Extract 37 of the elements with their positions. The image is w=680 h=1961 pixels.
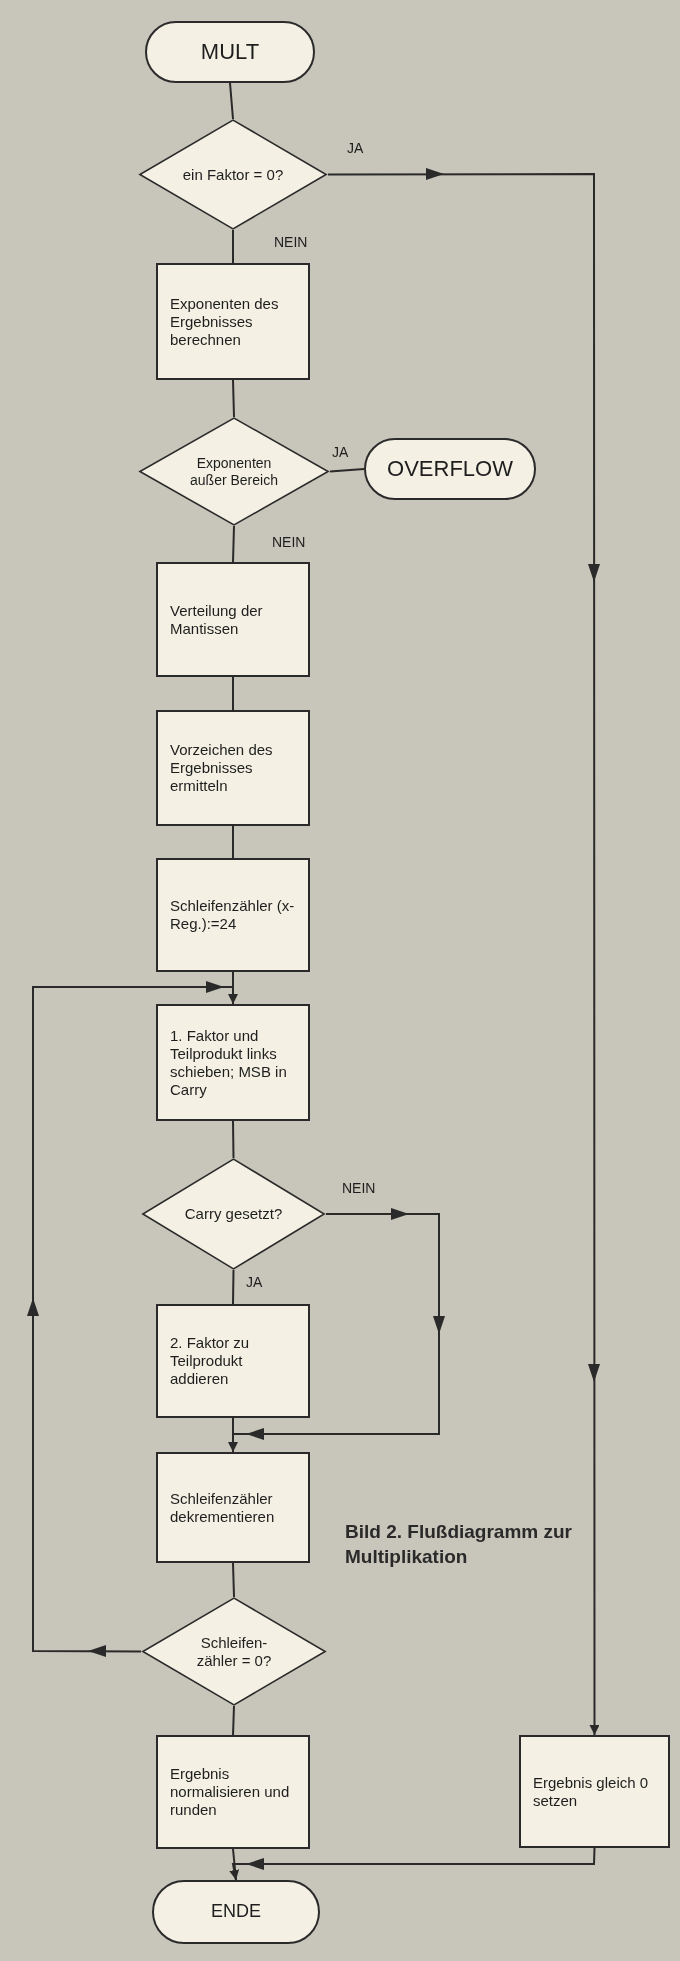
decision-diamond: [141, 1158, 326, 1270]
node-text: Vorzeichen des Ergebnisses ermitteln: [170, 741, 274, 795]
process-box: [156, 858, 310, 972]
node-text: Ergebnis gleich 0 setzen: [533, 1773, 650, 1810]
edge-label: NEIN: [272, 234, 310, 250]
node-text: Exponenten des Ergebnisses berechnen: [170, 294, 280, 349]
terminal-box: [152, 1880, 320, 1944]
node-text: Schleifen- zähler = 0?: [195, 1633, 273, 1670]
process-box: [156, 562, 310, 677]
process-box: [156, 1735, 310, 1849]
decision-diamond: [138, 417, 330, 526]
decision-diamond: [141, 1597, 327, 1706]
process-box: [156, 1004, 310, 1121]
edge-label: JA: [330, 444, 351, 460]
process-box: [156, 710, 310, 826]
node-text: ENDE: [211, 1901, 261, 1923]
node-text: 1. Faktor und Teilprodukt links schieben; MSB in Carry: [170, 1026, 288, 1099]
node-text: Schleifenzähler dekrementieren: [170, 1489, 276, 1526]
figure-caption: Bild 2. Flußdiagramm zur Multiplikation: [345, 1520, 573, 1569]
node-text: Carry gesetzt?: [184, 1205, 283, 1223]
process-box: [156, 263, 310, 380]
node-text: Ergebnis normalisieren und runden: [170, 1765, 291, 1819]
edge-label: NEIN: [340, 1180, 378, 1196]
edge-label: JA: [244, 1274, 265, 1290]
node-text: Schleifenzähler (x-Reg.):=24: [170, 897, 296, 933]
edge-label: JA: [345, 140, 366, 156]
edge-label: NEIN: [270, 534, 308, 550]
node-text: 2. Faktor zu Teilprodukt addieren: [170, 1334, 251, 1388]
process-box: [519, 1735, 670, 1848]
process-box: [156, 1452, 310, 1563]
node-text: OVERFLOW: [387, 455, 513, 483]
node-text: Verteilung der Mantissen: [170, 601, 264, 638]
decision-diamond: [138, 119, 328, 230]
process-box: [156, 1304, 310, 1418]
node-text: Exponenten außer Bereich: [189, 454, 279, 489]
node-text: MULT: [200, 38, 260, 66]
node-text: ein Faktor = 0?: [182, 165, 284, 184]
